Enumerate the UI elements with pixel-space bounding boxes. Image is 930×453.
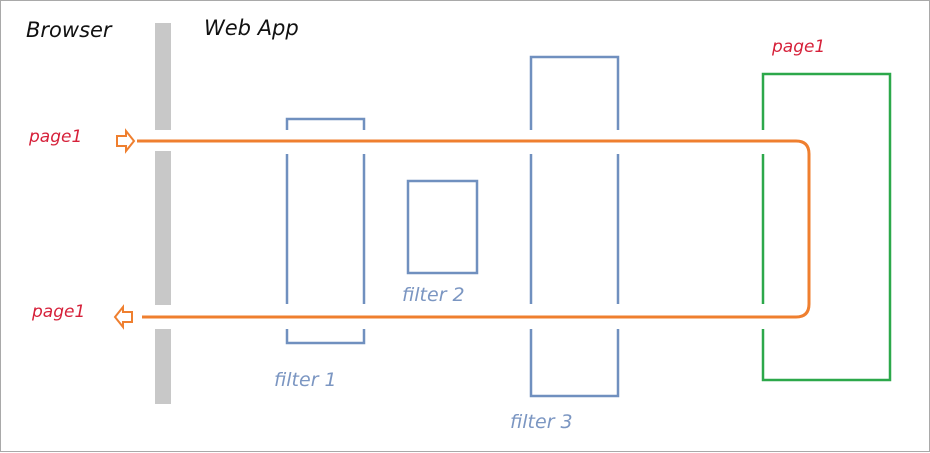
left-arrow-icon bbox=[113, 304, 133, 330]
browser-bar-middle bbox=[155, 151, 171, 305]
browser-label: Browser bbox=[26, 18, 112, 42]
request-page-label: page1 bbox=[29, 127, 83, 147]
target-page-label: page1 bbox=[772, 37, 826, 57]
filter-2-label: filter 2 bbox=[402, 284, 465, 306]
response-page-label: page1 bbox=[32, 302, 86, 322]
right-arrow-icon bbox=[116, 128, 136, 154]
filter-3-box bbox=[529, 55, 620, 398]
browser-bar-top bbox=[155, 23, 171, 130]
filter-3-label: filter 3 bbox=[510, 411, 573, 433]
browser-bar-bottom bbox=[155, 329, 171, 404]
web-app-label: Web App bbox=[204, 16, 299, 40]
filter-2-box bbox=[406, 179, 479, 275]
target-page-box bbox=[761, 72, 892, 382]
request-response-path bbox=[137, 139, 811, 319]
filter-1-box bbox=[285, 117, 366, 345]
filter-1-label: filter 1 bbox=[274, 369, 337, 391]
